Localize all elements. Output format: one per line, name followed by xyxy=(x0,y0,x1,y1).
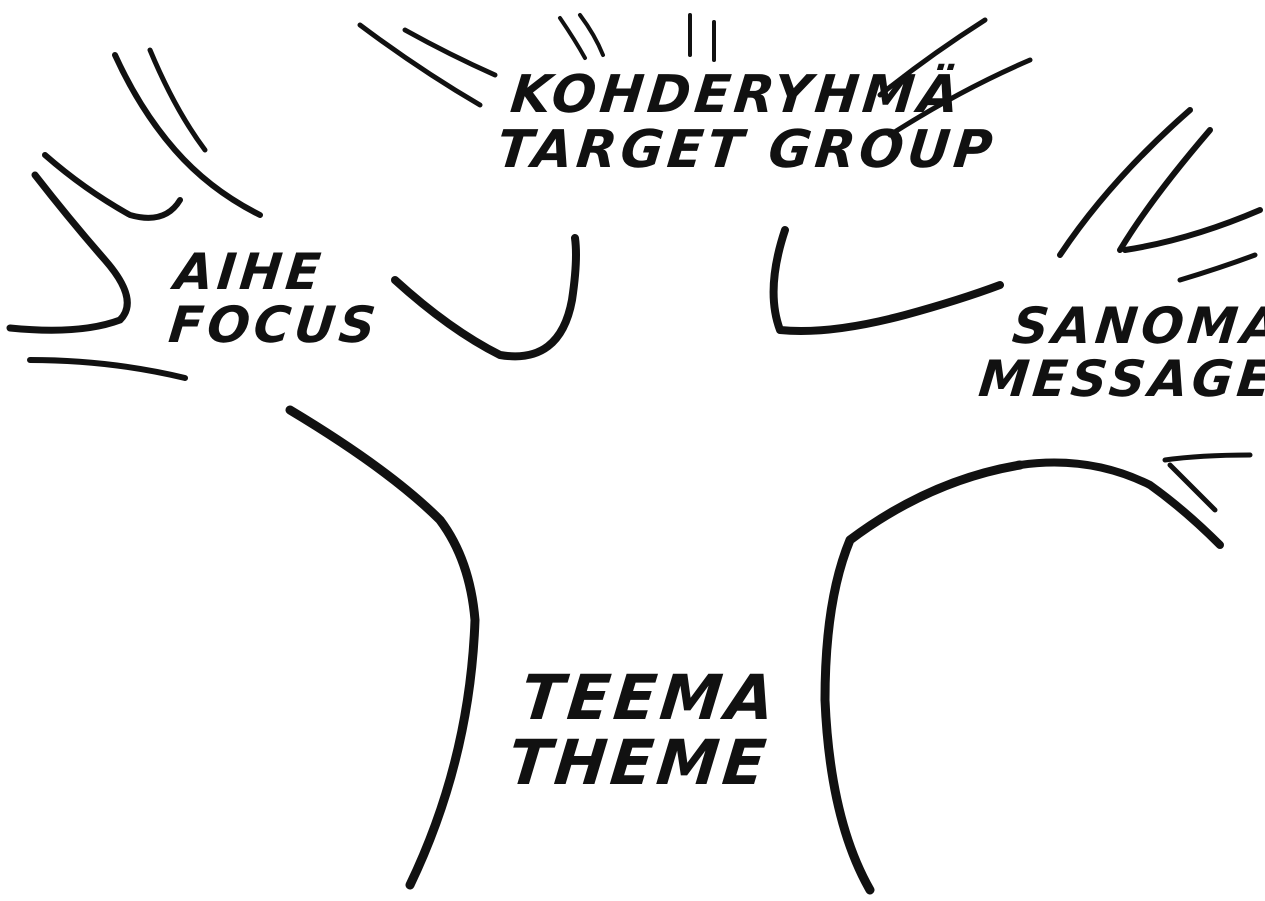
twig-focus-3 xyxy=(147,47,208,153)
twig-focus-4 xyxy=(27,357,188,381)
message-finnish: SANOMA xyxy=(1009,297,1265,355)
target-group-finnish: KOHDERYHMÄ xyxy=(507,65,966,125)
twig-top-3 xyxy=(558,16,587,60)
branch-left-inner xyxy=(391,234,580,361)
branch-right-inner xyxy=(769,226,1004,335)
twig-message-lower xyxy=(1162,452,1253,463)
twig-message-2 xyxy=(1117,127,1213,253)
theme-finnish: TEEMA xyxy=(517,661,782,734)
twig-message-lower-2 xyxy=(1167,462,1218,513)
twig-focus-1 xyxy=(42,152,183,221)
twig-top-4 xyxy=(578,13,605,57)
focus-finnish: AIHE xyxy=(171,243,328,301)
twig-message-3 xyxy=(1122,207,1263,253)
twig-top-7 xyxy=(877,17,988,98)
trunk-right-edge xyxy=(820,460,1025,895)
twig-top-8 xyxy=(887,57,1033,138)
focus-english: FOCUS xyxy=(166,295,383,354)
message-english: MESSAGE xyxy=(976,349,1265,408)
branch-focus-outer xyxy=(6,171,131,334)
twig-focus-2 xyxy=(112,52,263,218)
twig-top-1 xyxy=(357,22,483,108)
branch-to-message-lower xyxy=(1016,458,1224,549)
twig-message-1 xyxy=(1057,107,1193,258)
twig-message-4 xyxy=(1177,252,1258,283)
twig-top-2 xyxy=(402,27,498,78)
theme-english: THEME xyxy=(504,726,774,800)
theme-label: TEEMA THEME xyxy=(504,661,782,800)
message-label: SANOMA MESSAGE xyxy=(976,297,1265,408)
target-group-label: KOHDERYHMÄ TARGET GROUP xyxy=(494,65,1004,180)
focus-label: AIHE FOCUS xyxy=(166,243,387,354)
target-group-english: TARGET GROUP xyxy=(494,119,1000,180)
trunk-left-edge xyxy=(285,405,480,890)
